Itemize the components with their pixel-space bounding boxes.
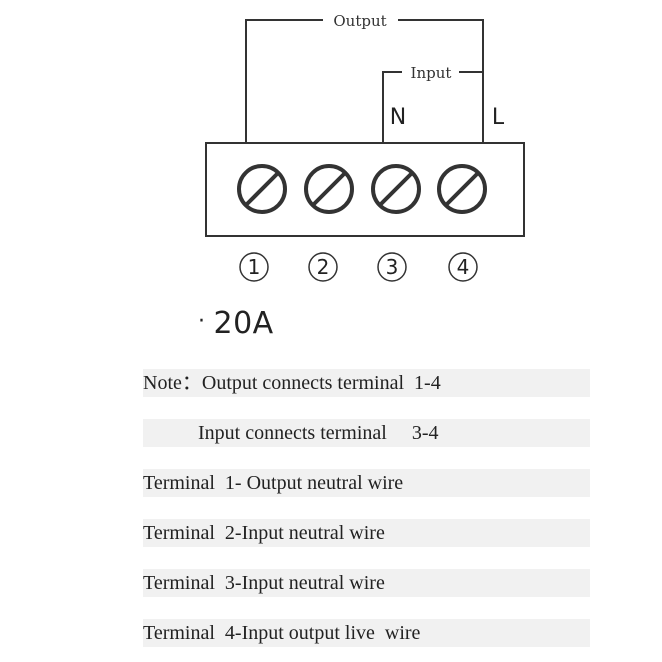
note-output-connects: Note：Output connects terminal 1-4: [143, 369, 590, 397]
terminal-screw-2: [304, 164, 354, 214]
terminal-screw-4: [437, 164, 487, 214]
output-wire-right: [398, 19, 484, 142]
input-wire-left: [382, 71, 402, 142]
terminal-number-3: 3: [377, 252, 407, 282]
input-label: Input: [411, 64, 452, 82]
output-wire: [245, 19, 323, 142]
note-terminal-2: Terminal 2-Input neutral wire: [143, 519, 590, 547]
terminal-number-2: 2: [308, 252, 338, 282]
rating-bullet: ·: [198, 309, 206, 334]
current-rating: · 20A: [198, 306, 274, 341]
rating-value: 20A: [213, 306, 274, 341]
svg-text:4: 4: [457, 255, 470, 279]
terminal-screw-1: [237, 164, 287, 214]
svg-text:3: 3: [386, 255, 399, 279]
note-terminal-1: Terminal 1- Output neutral wire: [143, 469, 590, 497]
terminal-number-1: 1: [239, 252, 269, 282]
neutral-label: N: [390, 105, 406, 130]
note-input-connects: Input connects terminal 3-4: [143, 419, 590, 447]
terminal-screw-3: [371, 164, 421, 214]
terminal-block-diagram: Output Input N L 1 2 3 4: [205, 12, 525, 282]
svg-text:2: 2: [317, 255, 330, 279]
terminal-number-4: 4: [448, 252, 478, 282]
note-terminal-4: Terminal 4-Input output live wire: [143, 619, 590, 647]
svg-text:1: 1: [248, 255, 261, 279]
live-label: L: [492, 105, 505, 130]
output-label: Output: [333, 12, 386, 30]
note-terminal-3: Terminal 3-Input neutral wire: [143, 569, 590, 597]
